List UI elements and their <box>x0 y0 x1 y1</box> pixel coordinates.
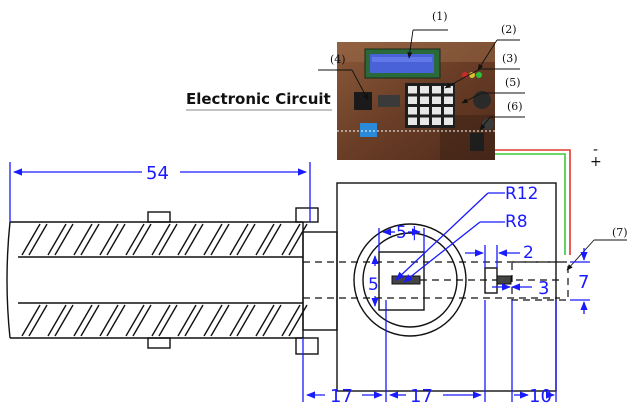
screw-flight <box>203 304 223 337</box>
screw-flight <box>281 304 301 337</box>
keypad-key <box>444 96 453 104</box>
wire-green <box>495 153 566 255</box>
dim-slot-width: 5 <box>396 223 407 243</box>
callout-5: (5) <box>505 76 521 89</box>
keypad-key <box>444 117 453 125</box>
screw-flight <box>236 304 256 337</box>
keypad-key <box>432 86 441 94</box>
screw-flight <box>288 223 308 256</box>
screw-flight <box>210 223 230 256</box>
screw-flight <box>54 304 74 337</box>
keypad-key <box>444 86 453 94</box>
screw-flight <box>236 223 256 256</box>
keypad-key <box>408 96 417 104</box>
circuit-photo <box>337 42 571 255</box>
relay <box>354 92 372 110</box>
screw-flight <box>281 223 301 256</box>
screw-flight <box>47 304 67 337</box>
screw-flight <box>80 304 100 337</box>
screw-flight <box>21 223 41 256</box>
keypad-key <box>408 107 417 115</box>
keypad-key <box>408 86 417 94</box>
dimensions: 54 R12 R8 5 | 5 2 3 7 <box>9 162 590 405</box>
callout-7: (7) <box>612 226 627 239</box>
keypad-key <box>432 117 441 125</box>
dim-overall-length: 54 <box>146 163 169 184</box>
screw-flight <box>255 304 275 337</box>
screw-flight <box>255 223 275 256</box>
dim-gap-3: 3 <box>538 278 549 299</box>
wire-red <box>495 149 571 255</box>
screw-flight <box>125 223 145 256</box>
screw-flight <box>54 223 74 256</box>
plus-sign: + <box>590 154 602 170</box>
screw-flight <box>132 304 152 337</box>
keypad-key <box>420 96 429 104</box>
screw-flight <box>229 304 249 337</box>
screw-flight <box>184 223 204 256</box>
keypad-key <box>432 107 441 115</box>
outer-circle <box>353 223 467 337</box>
keypad-key <box>444 107 453 115</box>
screw-flight <box>158 223 178 256</box>
keypad <box>405 83 455 128</box>
screw-flight <box>177 304 197 337</box>
screw-flight <box>99 304 119 337</box>
electronic-circuit-title: Electronic Circuit <box>186 90 331 108</box>
dim-seg3: 10 <box>529 386 552 405</box>
dim-r12: R12 <box>505 184 538 204</box>
callouts: (1) (2) (3) (4) (5) (6) (7) <box>318 10 627 271</box>
screw-flight <box>158 304 178 337</box>
sensor-box <box>511 261 569 301</box>
keypad-key <box>420 117 429 125</box>
callout-2: (2) <box>501 23 517 36</box>
keypad-key <box>420 86 429 94</box>
lcd-display <box>364 48 441 79</box>
screw-flight <box>21 304 41 337</box>
dim-height-7: 7 <box>578 272 589 293</box>
keypad-key <box>432 96 441 104</box>
terminal-block <box>360 123 377 137</box>
dim-r8: R8 <box>505 212 528 232</box>
screw-flight <box>73 304 93 337</box>
minus-sign: - <box>593 142 598 158</box>
screw-flight <box>262 304 282 337</box>
screw-flight <box>151 223 171 256</box>
screw-flight <box>28 304 48 337</box>
keypad-key <box>420 107 429 115</box>
screw-flight <box>28 223 48 256</box>
screw-flight <box>177 223 197 256</box>
callout-6: (6) <box>507 100 523 113</box>
screw-flight <box>47 223 67 256</box>
callout-1: (1) <box>432 10 448 23</box>
screw-flight <box>106 304 126 337</box>
screw-flight <box>229 223 249 256</box>
screw-shaft <box>6 207 338 355</box>
screw-flight <box>262 223 282 256</box>
screw-flight <box>73 223 93 256</box>
screw-flight <box>210 304 230 337</box>
screw-flight <box>99 223 119 256</box>
screw-flight <box>203 223 223 256</box>
callout-4: (4) <box>330 53 346 66</box>
callout-3: (3) <box>502 52 518 65</box>
dim-slot-height: 5 <box>368 275 379 295</box>
dim-gap-2: 2 <box>523 243 534 263</box>
dim-seg1: 17 <box>330 386 353 405</box>
screw-flight <box>288 304 308 337</box>
svg-text:|: | <box>412 225 417 241</box>
screw-flight <box>80 223 100 256</box>
screw-flight <box>151 304 171 337</box>
screw-flight <box>125 304 145 337</box>
screw-flight <box>106 223 126 256</box>
keypad-key <box>408 117 417 125</box>
slot-square <box>378 251 425 311</box>
screw-flight <box>184 304 204 337</box>
screw-flight <box>132 223 152 256</box>
buzzer <box>473 91 491 109</box>
dim-seg2: 17 <box>410 386 433 405</box>
